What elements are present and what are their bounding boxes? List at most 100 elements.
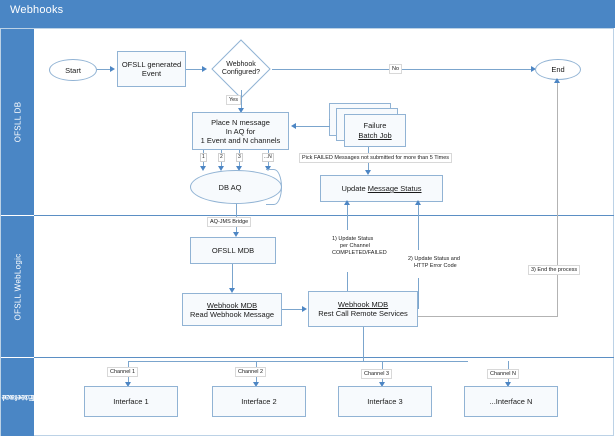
- node-db-aq[interactable]: DB AQ: [190, 169, 282, 205]
- arrowhead-event-to-decision: [202, 66, 207, 72]
- node-event-line2: Event: [141, 69, 162, 78]
- node-webhook-mdb-rest[interactable]: Webhook MDB Rest Call Remote Services: [308, 291, 418, 327]
- edge-status1-upper: [347, 202, 348, 230]
- edge-dbaq-down-1: [236, 204, 237, 218]
- interface-n-label: ...Interface N: [489, 397, 533, 406]
- edge-event-to-decision: [186, 69, 203, 70]
- window-title: Webhooks: [10, 4, 64, 16]
- decision-line1: Webhook: [226, 61, 256, 68]
- node-start[interactable]: Start: [49, 59, 97, 81]
- edge-status2-upper: [418, 202, 419, 250]
- node-ofsll-mdb-label: OFSLL MDB: [211, 246, 255, 255]
- update-status-underlined: Message Status: [367, 184, 422, 193]
- node-end-label: End: [551, 65, 565, 74]
- node-interface-n[interactable]: ...Interface N: [464, 386, 558, 417]
- status1-line3: COMPLETED/FAILED: [332, 250, 387, 256]
- arrowhead-status1: [344, 200, 350, 205]
- arrowhead-no-to-end: [531, 66, 536, 72]
- edge-end-process-vertical: [557, 82, 558, 316]
- edge-read-to-rest: [282, 309, 303, 310]
- channel-bus-horizontal: [128, 361, 468, 362]
- arrowhead-channel-n: [265, 166, 271, 171]
- arrowhead-channel2: [253, 382, 259, 387]
- arrowhead-read-to-rest: [302, 306, 307, 312]
- node-webhook-configured-decision[interactable]: Webhook Configured?: [208, 39, 274, 99]
- diagram-frame: [0, 28, 614, 436]
- webhook-mdb-read-title: Webhook MDB: [206, 300, 258, 310]
- place-message-line1: Place N message: [211, 117, 270, 127]
- db-aq-cap: [266, 169, 282, 205]
- edge-batch-left-stub: [329, 119, 330, 120]
- edge-batch-down-1: [368, 147, 369, 156]
- node-event-line1: OFSLL generated: [121, 60, 182, 69]
- arrowhead-channel-2: [218, 166, 224, 171]
- interface-3-label: Interface 3: [367, 397, 403, 406]
- edge-ofsllmdb-to-webhookmdb: [232, 264, 233, 290]
- window-title-bar: Webhooks: [0, 0, 615, 23]
- edge-label-channel-2: Channel 2: [235, 367, 267, 377]
- edge-start-to-event: [97, 69, 111, 70]
- edge-label-yes: Yes: [226, 95, 241, 105]
- edge-dbaq-down-2: [236, 226, 237, 234]
- swimlane-label-external-line2: Interface: [0, 393, 35, 402]
- arrowhead-ofsllmdb-to-webhookmdb: [229, 288, 235, 293]
- edge-label-channel-1: Channel 1: [107, 367, 139, 377]
- decision-text: Webhook Configured?: [208, 46, 274, 92]
- place-message-line3: 1 Event and N channels: [200, 135, 281, 145]
- node-update-message-status[interactable]: Update Message Status: [320, 175, 443, 202]
- update-status-prefix: Update: [341, 184, 368, 193]
- node-end[interactable]: End: [535, 59, 581, 80]
- edge-label-no: No: [389, 64, 403, 74]
- edge-rest-down-to-bus: [363, 327, 364, 361]
- db-aq-label-wrap: DB AQ: [184, 170, 276, 204]
- swimlane-label-ofsll-db: OFSLL DB: [13, 101, 22, 143]
- status2-line2: HTTP Error Code: [414, 263, 457, 269]
- status1-line1: 1) Update Status: [332, 236, 374, 242]
- edge-label-end-process: 3) End the process: [528, 265, 581, 275]
- status2-line1: 2) Update Status and: [408, 256, 460, 262]
- arrowhead-start-to-event: [110, 66, 115, 72]
- node-db-aq-label: DB AQ: [218, 182, 242, 192]
- edge-status1-lower: [347, 272, 348, 291]
- node-ofsll-generated-event[interactable]: OFSLL generated Event: [117, 51, 186, 87]
- webhook-mdb-rest-title: Webhook MDB: [337, 300, 389, 309]
- arrowhead-batch-to-update: [365, 170, 371, 175]
- swimlane-divider-2: [34, 357, 614, 358]
- arrowhead-channelN: [505, 382, 511, 387]
- arrowhead-dbaq-to-mdb: [233, 232, 239, 237]
- arrowhead-end-process: [554, 78, 560, 83]
- edge-label-channel-3: Channel 3: [361, 369, 393, 379]
- edge-end-process-horizontal: [418, 316, 558, 317]
- node-interface-1[interactable]: Interface 1: [84, 386, 178, 417]
- arrowhead-channel-3: [236, 166, 242, 171]
- node-interface-3[interactable]: Interface 3: [338, 386, 432, 417]
- arrowhead-channel1: [125, 382, 131, 387]
- edge-label-nN: ...N: [262, 153, 274, 162]
- edge-decision-yes: [241, 90, 242, 110]
- edge-label-n2: 2: [218, 153, 225, 162]
- edge-label-n3: 3: [236, 153, 243, 162]
- decision-line2: Configured?: [221, 69, 261, 76]
- node-interface-2[interactable]: Interface 2: [212, 386, 306, 417]
- swimlane-divider-1: [34, 215, 614, 216]
- arrowhead-yes: [238, 108, 244, 113]
- swimlane-header-ofsll-weblogic: OFSLL WebLogic: [1, 216, 34, 358]
- edge-batch-to-place: [296, 126, 330, 127]
- edge-status2-lower: [418, 278, 419, 309]
- swimlane-label-ofsll-weblogic: OFSLL WebLogic: [13, 253, 22, 320]
- status1-line2: per Channel: [340, 243, 370, 249]
- webhook-mdb-read-subtitle: Read Webhook Message: [189, 309, 275, 319]
- edge-label-aq-jms-bridge: AQ-JMS Bridge: [207, 217, 252, 227]
- node-ofsll-mdb[interactable]: OFSLL MDB: [190, 237, 276, 264]
- edge-batch-down-2: [368, 162, 369, 172]
- node-start-label: Start: [65, 65, 81, 75]
- webhook-mdb-rest-subtitle: Rest Call Remote Services: [318, 309, 408, 318]
- edge-label-channel-n: Channel N: [487, 369, 519, 379]
- edge-label-n1: 1: [200, 153, 207, 162]
- node-place-n-message[interactable]: Place N message In AQ for 1 Event and N …: [192, 112, 289, 150]
- edge-label-update-status-channel: 1) Update Status per Channel COMPLETED/F…: [332, 236, 422, 257]
- node-webhook-mdb-read[interactable]: Webhook MDB Read Webhook Message: [182, 293, 282, 326]
- batch-job-line1: Failure: [363, 120, 387, 130]
- swimlane-header-external-interface: External Interface: [1, 358, 34, 436]
- node-failure-batch-job[interactable]: Failure Batch Job: [329, 103, 407, 147]
